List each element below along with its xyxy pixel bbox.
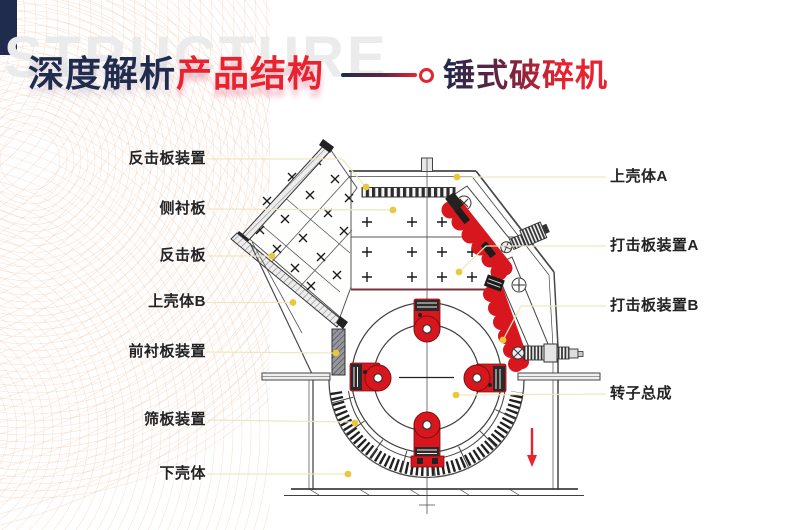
lower-shell-arc <box>328 379 525 479</box>
label-upper-shell-a: 上壳体A <box>610 168 668 185</box>
hammer-left <box>349 362 392 392</box>
hammer-top <box>413 298 441 343</box>
screen-grate <box>330 390 523 477</box>
label-lower-shell: 下壳体 <box>159 465 206 482</box>
flow-arrow-icon <box>527 428 537 467</box>
machine-base <box>284 488 584 496</box>
background-watermark: STRUCTURE <box>4 25 389 90</box>
page-title-primary: 深度解析 <box>28 53 177 94</box>
label-front-liner-device: 前衬板装置 <box>128 343 206 360</box>
label-side-liner: 侧衬板 <box>159 200 206 217</box>
label-screen-plate-device: 筛板装置 <box>143 411 206 428</box>
hammer-right <box>463 363 507 393</box>
leader-dots <box>268 173 507 478</box>
top-liner-rack <box>361 187 456 198</box>
label-strike-plate-device-b: 打击板装置B <box>610 297 699 314</box>
leader-lines <box>206 158 607 475</box>
subtitle: 锤式破碎机 <box>443 57 609 93</box>
hammer-bottom <box>410 411 445 468</box>
x-marks <box>255 156 354 291</box>
strike-plate-a <box>441 192 513 281</box>
left-wall <box>249 242 314 490</box>
bullet-ring-icon <box>419 68 434 83</box>
page-title: 深度解析产品结构 <box>28 53 324 95</box>
strike-plate-backing <box>451 185 549 353</box>
rotor-shaft-bolt <box>511 343 584 363</box>
corner-accent-bar <box>0 0 17 55</box>
label-upper-shell-b: 上壳体B <box>148 293 206 310</box>
title-divider-line <box>341 73 417 77</box>
label-strike-plate-device-a: 打击板装置A <box>610 237 699 254</box>
bearing-platforms <box>261 372 601 381</box>
label-rotor-assembly: 转子总成 <box>610 385 673 402</box>
guilloche-pattern <box>0 0 270 530</box>
label-counterattack-plate: 反击板 <box>159 247 206 264</box>
page-title-accent: 产品结构 <box>176 53 325 94</box>
label-counterattack-plate-device: 反击板装置 <box>128 150 206 167</box>
